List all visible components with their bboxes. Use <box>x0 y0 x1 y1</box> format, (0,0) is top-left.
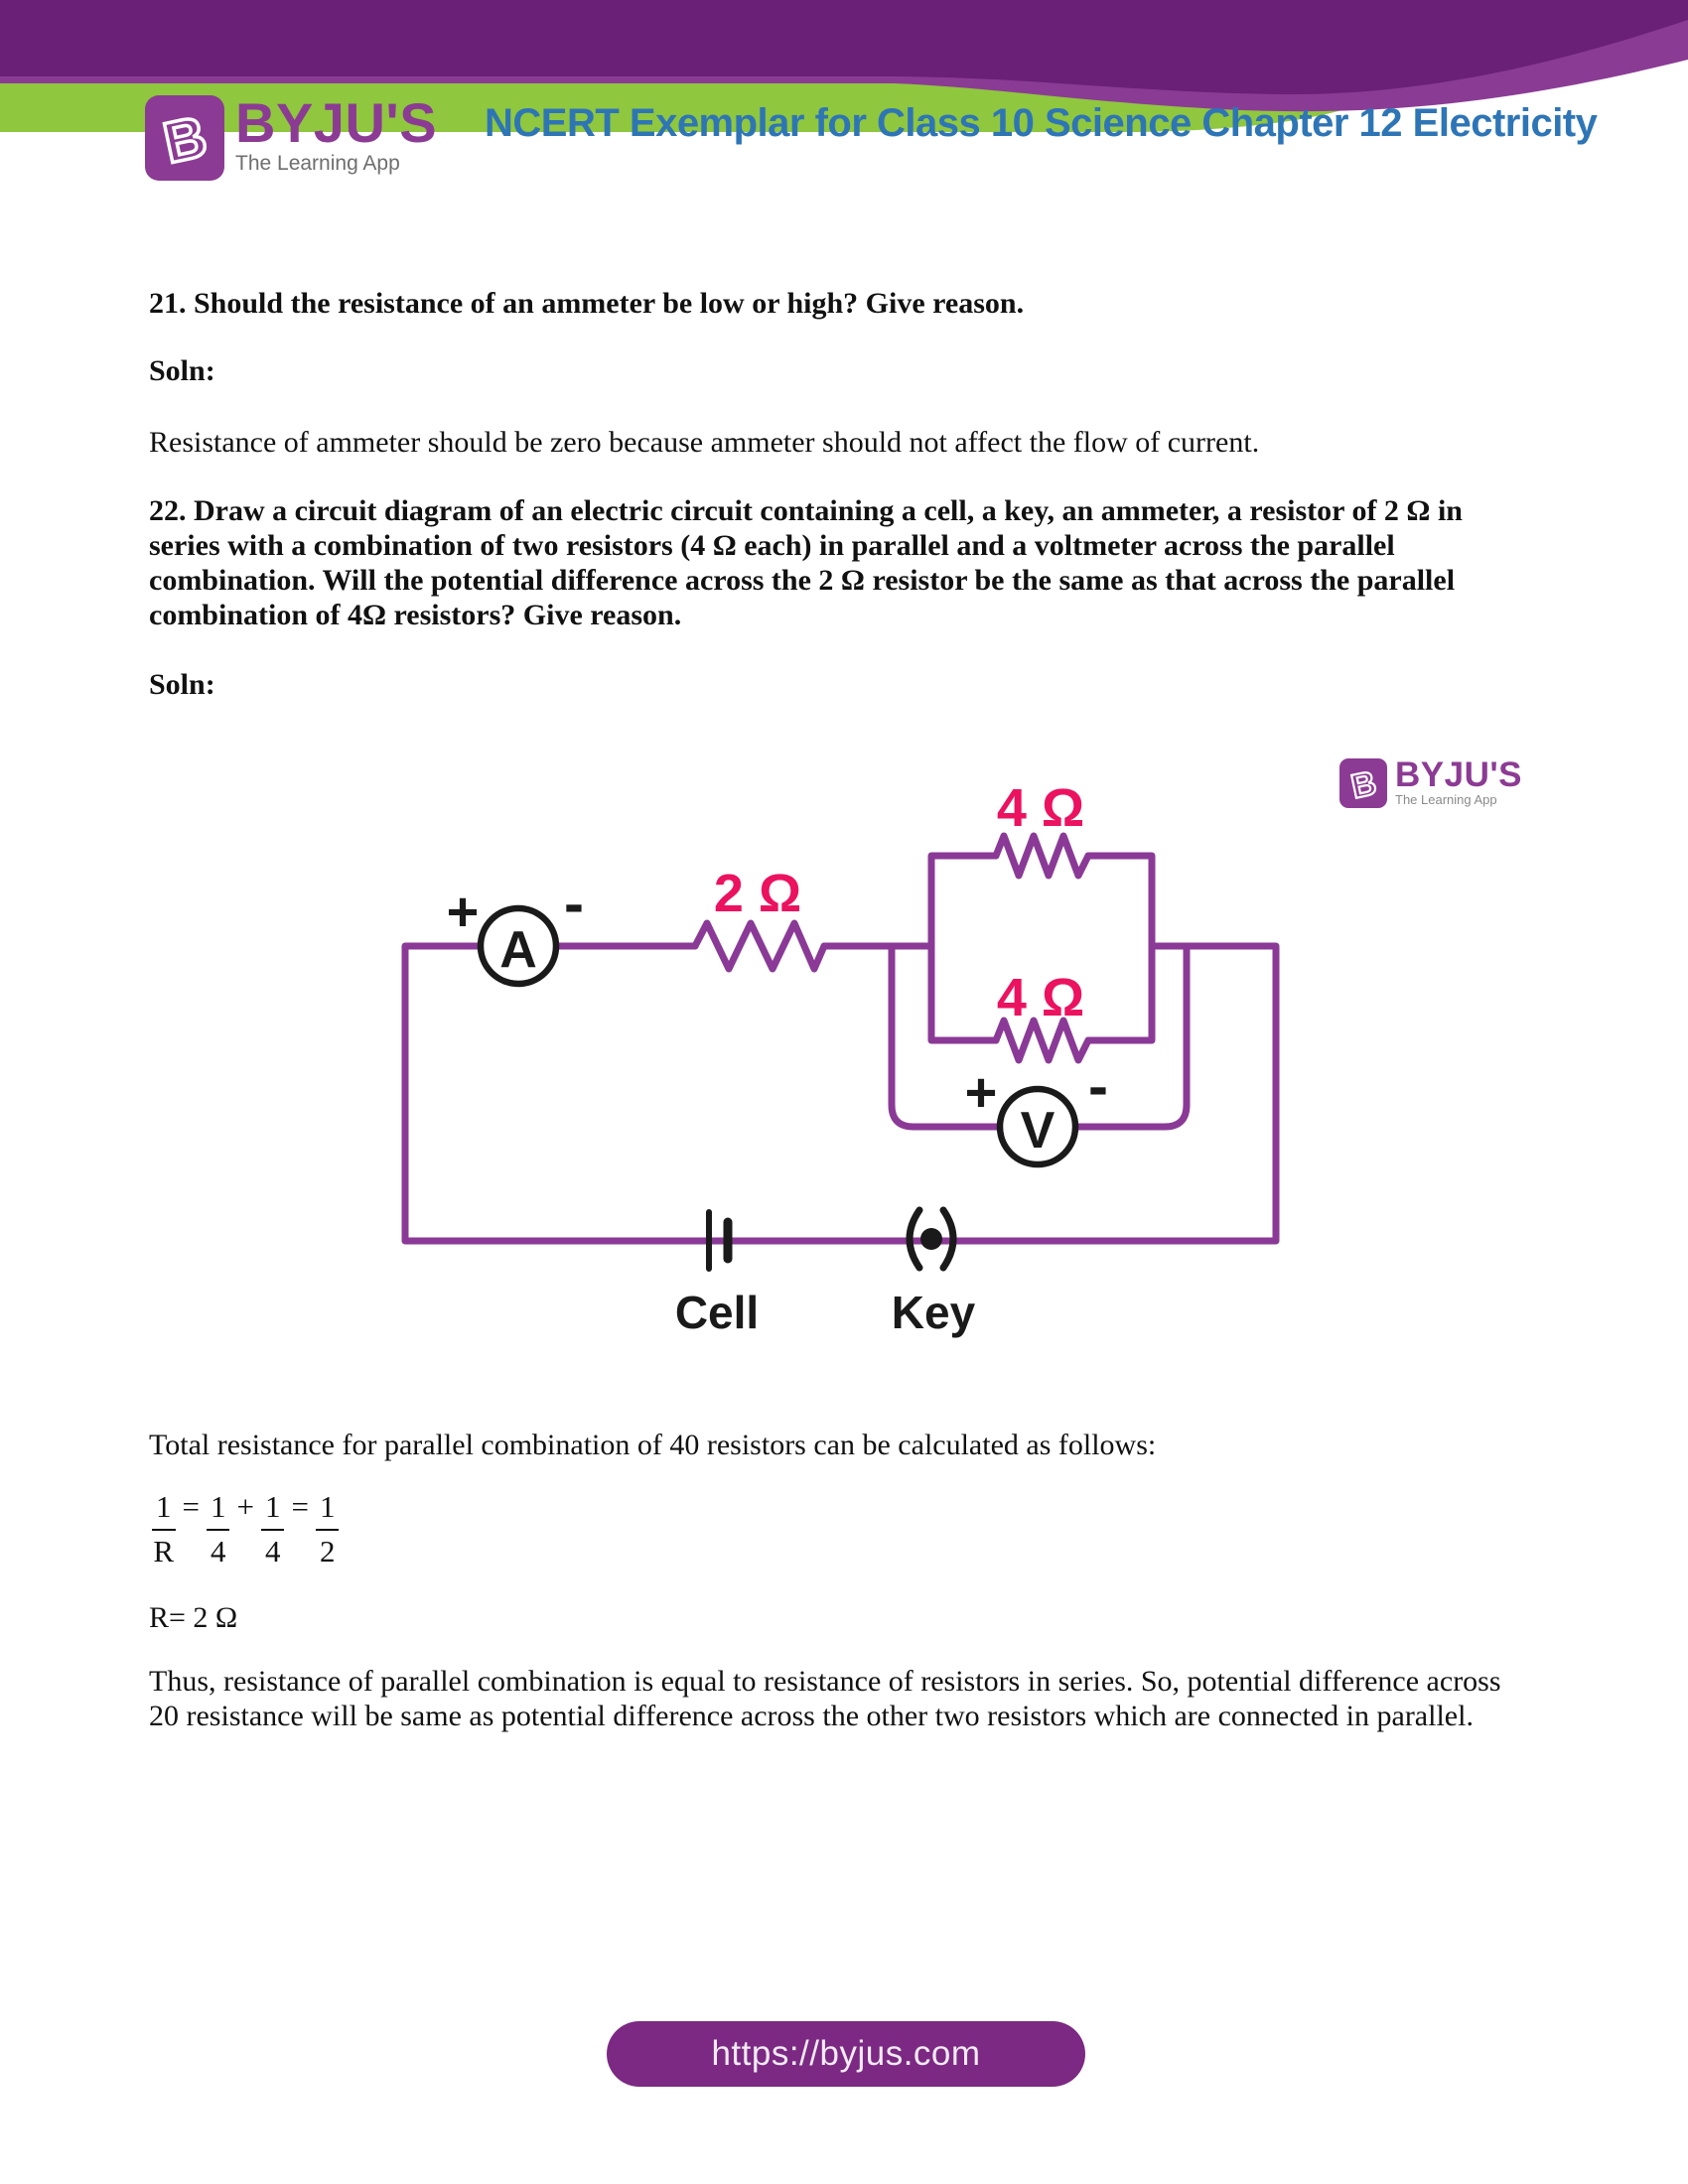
question-22: 22. Draw a circuit diagram of an electri… <box>149 493 1463 632</box>
byjus-watermark-text: BYJU'S The Learning App <box>1395 757 1522 807</box>
byjus-tagline: The Learning App <box>235 152 400 175</box>
byjus-watermark-brand: BYJU'S <box>1395 755 1523 794</box>
byjus-watermark-tagline: The Learning App <box>1395 792 1497 807</box>
voltmeter: V + - <box>965 1053 1108 1168</box>
wire-parallel-box <box>927 852 1156 1044</box>
circuit-wires <box>401 832 1280 1245</box>
resistance-equation: 1 R = 1 4 + 1 4 = 1 2 <box>149 1485 342 1572</box>
solution-result: R= 2 Ω <box>149 1601 238 1634</box>
key-dot <box>920 1228 942 1250</box>
q22-soln-label: Soln: <box>149 668 215 701</box>
solution-intro: Total resistance for parallel combinatio… <box>149 1429 1157 1461</box>
conclusion-line-2: 20 resistance will be same as potential … <box>149 1700 1474 1732</box>
label-4ohm-top: 4 Ω <box>997 778 1084 838</box>
key-left-paren <box>906 1206 923 1272</box>
page-title: NCERT Exemplar for Class 10 Science Chap… <box>485 101 1598 145</box>
question-21: 21. Should the resistance of an ammeter … <box>149 287 1025 320</box>
byjus-url-label: https://byjus.com <box>711 2034 981 2073</box>
fraction-numerator: 1 <box>152 1485 176 1531</box>
ammeter-letter: A <box>499 921 537 979</box>
conclusion-line-1: Thus, resistance of parallel combination… <box>149 1665 1501 1698</box>
byjus-watermark-icon: B <box>1339 758 1387 808</box>
fraction-denominator: 4 <box>264 1534 281 1569</box>
label-cell: Cell <box>675 1287 759 1338</box>
byjus-logo: B BYJU'S The Learning App <box>144 94 437 182</box>
ammeter-circle <box>477 904 560 988</box>
label-2ohm: 2 Ω <box>714 864 801 923</box>
fraction-numerator: 1 <box>315 1485 340 1531</box>
byjus-watermark-logo: B BYJU'S The Learning App <box>1338 757 1522 809</box>
byjus-brand: BYJU'S <box>235 91 438 154</box>
resistor-4ohm-top-zigzag <box>992 832 1092 880</box>
voltmeter-plus-sign: + <box>965 1061 998 1124</box>
banner-wave <box>0 0 1688 132</box>
byjus-logo-text: BYJU'S The Learning App <box>235 94 437 176</box>
resistor-labels: 2 Ω 4 Ω 4 Ω <box>714 778 1084 1027</box>
byjus-url-button[interactable]: https://byjus.com <box>607 2021 1085 2087</box>
cell-symbol <box>706 1209 733 1272</box>
fraction-denominator: 2 <box>319 1534 336 1569</box>
resistor-4ohm-bottom-zigzag <box>992 1017 1092 1064</box>
fraction-1-over-4a: 1 4 <box>206 1485 230 1572</box>
ammeter-plus-sign: + <box>447 881 480 943</box>
fraction-denominator: 4 <box>210 1534 226 1569</box>
component-labels: Cell Key <box>675 1287 976 1338</box>
voltmeter-circle <box>996 1085 1079 1168</box>
resistor-2ohm-zigzag <box>691 919 828 973</box>
ammeter-minus-sign: - <box>564 871 584 937</box>
q22-line-3: combination. Will the potential differen… <box>149 564 1456 597</box>
wire-outer-loop <box>401 942 1280 1245</box>
fraction-1-over-2: 1 2 <box>315 1485 340 1572</box>
voltmeter-minus-sign: - <box>1088 1053 1108 1120</box>
key-right-paren <box>939 1206 957 1272</box>
fraction-numerator: 1 <box>260 1485 285 1531</box>
equals-sign: = <box>182 1489 200 1524</box>
q22-line-1: 22. Draw a circuit diagram of an electri… <box>149 494 1463 527</box>
q22-line-4: combination of 4Ω resistors? Give reason… <box>149 599 682 631</box>
solution-conclusion: Thus, resistance of parallel combination… <box>149 1664 1501 1733</box>
voltmeter-letter: V <box>1021 1102 1055 1160</box>
fraction-1-over-R: 1 R <box>152 1485 176 1572</box>
banner-purple-wave <box>0 0 1688 95</box>
fraction-numerator: 1 <box>206 1485 230 1531</box>
fraction-denominator: R <box>153 1534 175 1569</box>
q21-soln-label: Soln: <box>149 354 215 387</box>
equals-sign: = <box>291 1489 309 1524</box>
circuit-diagram: A + - V + - 2 Ω 4 Ω 4 Ω <box>401 778 1280 1338</box>
plus-sign: + <box>236 1489 254 1524</box>
key-symbol <box>906 1206 957 1272</box>
ammeter: A + - <box>447 871 584 988</box>
byjus-logo-icon: B <box>145 95 224 181</box>
label-4ohm-bottom: 4 Ω <box>997 968 1084 1027</box>
fraction-1-over-4b: 1 4 <box>260 1485 285 1572</box>
label-key: Key <box>892 1287 976 1338</box>
q21-answer: Resistance of ammeter should be zero bec… <box>149 426 1260 459</box>
q22-line-2: series with a combination of two resisto… <box>149 529 1395 562</box>
